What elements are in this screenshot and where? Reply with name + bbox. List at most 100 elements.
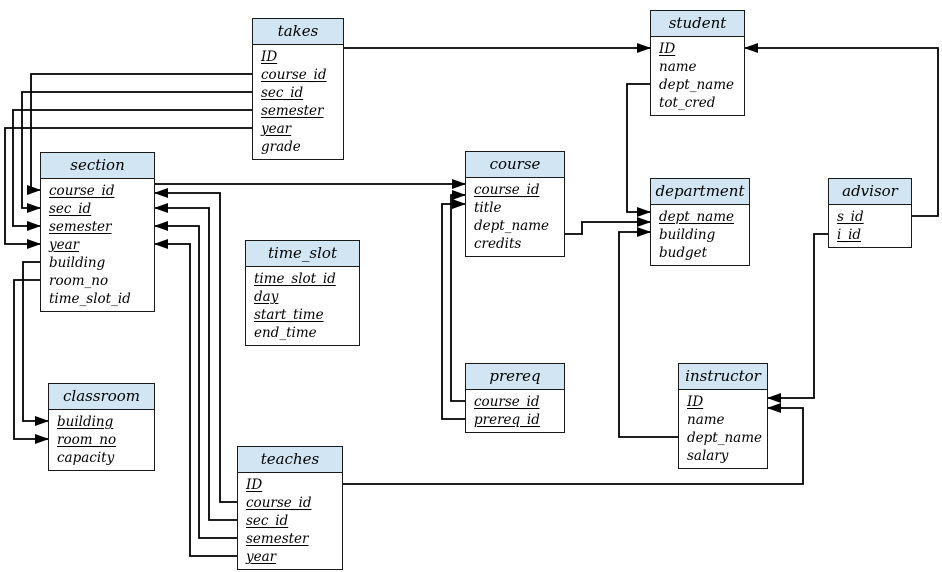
- attr-row-teaches-ID: ID: [246, 476, 342, 494]
- attribute-label: building: [659, 227, 716, 243]
- attr-row-student-name: name: [659, 58, 744, 76]
- attr-row-takes-sec_id: sec_id: [261, 84, 343, 102]
- attr-row-time_slot-start_time: start_time: [254, 306, 359, 324]
- attribute-label: title: [474, 200, 502, 216]
- key-attribute-label: day: [254, 289, 279, 305]
- attr-row-advisor-s_id: s_id: [837, 208, 911, 226]
- attr-row-time_slot-end_time: end_time: [254, 324, 359, 342]
- attr-row-takes-grade: grade: [261, 138, 343, 156]
- attribute-label: tot_cred: [659, 95, 716, 111]
- attr-row-instructor-ID: ID: [687, 393, 767, 411]
- connection-prereq-prereqid-to-course: [441, 199, 466, 420]
- table-title-takes: takes: [253, 19, 343, 45]
- attr-row-prereq-course_id: course_id: [474, 393, 564, 411]
- attribute-label: credits: [474, 236, 522, 252]
- table-title-section: section: [41, 153, 154, 179]
- attr-row-student-ID: ID: [659, 40, 744, 58]
- attr-row-takes-course_id: course_id: [261, 66, 343, 84]
- attr-row-prereq-prereq_id: prereq_id: [474, 411, 564, 429]
- connection-student-deptname-to-department: [626, 83, 651, 217]
- attr-row-advisor-i_id: i_id: [837, 226, 911, 244]
- key-attribute-label: sec_id: [49, 201, 92, 217]
- attr-row-classroom-room_no: room_no: [57, 431, 154, 449]
- attr-row-student-tot_cred: tot_cred: [659, 94, 744, 112]
- connection-takes-semester-to-section: [12, 109, 252, 231]
- table-title-advisor: advisor: [829, 179, 911, 205]
- connection-instructor-deptname-to-department: [618, 227, 678, 438]
- attr-row-course-course_id: course_id: [474, 181, 564, 199]
- attribute-label: name: [687, 412, 725, 428]
- key-attribute-label: course_id: [474, 394, 540, 410]
- attribute-label: end_time: [254, 325, 317, 341]
- connection-course-deptname-to-department: [565, 217, 651, 235]
- attribute-label: building: [49, 255, 106, 271]
- key-attribute-label: dept_name: [659, 209, 734, 225]
- key-attribute-label: sec_id: [261, 85, 304, 101]
- key-attribute-label: course_id: [474, 182, 540, 198]
- attribute-label: grade: [261, 139, 301, 155]
- attr-row-takes-semester: semester: [261, 102, 343, 120]
- key-attribute-label: course_id: [49, 183, 115, 199]
- attr-row-section-room_no: room_no: [49, 272, 154, 290]
- connection-teaches-year-to-section: [154, 239, 237, 557]
- attr-row-instructor-name: name: [687, 411, 767, 429]
- attribute-label: capacity: [57, 450, 115, 466]
- attr-row-takes-year: year: [261, 120, 343, 138]
- key-attribute-label: room_no: [57, 432, 117, 448]
- attribute-list: building room_no capacity: [49, 410, 154, 469]
- key-attribute-label: ID: [659, 41, 676, 57]
- attr-row-time_slot-time_slot_id: time_slot_id: [254, 270, 359, 288]
- table-title-prereq: prereq: [466, 364, 564, 390]
- attr-row-section-time_slot_id: time_slot_id: [49, 290, 154, 308]
- table-classroom: classroom building room_no capacity: [48, 383, 155, 471]
- key-attribute-label: course_id: [261, 67, 327, 83]
- attr-row-instructor-salary: salary: [687, 447, 767, 465]
- attribute-label: dept_name: [659, 77, 734, 93]
- key-attribute-label: i_id: [837, 227, 862, 243]
- table-title-department: department: [651, 179, 749, 205]
- key-attribute-label: building: [57, 414, 114, 430]
- attr-row-instructor-dept_name: dept_name: [687, 429, 767, 447]
- attr-row-time_slot-day: day: [254, 288, 359, 306]
- connection-takes-secid-to-section: [21, 91, 252, 213]
- attr-row-section-year: year: [49, 236, 154, 254]
- attribute-label: salary: [687, 448, 729, 464]
- attr-row-department-budget: budget: [659, 244, 749, 262]
- connection-section-roomno-to-classroom: [13, 279, 49, 444]
- connection-prereq-courseid-to-course: [450, 190, 466, 402]
- key-attribute-label: semester: [261, 103, 324, 119]
- attr-row-course-title: title: [474, 199, 564, 217]
- attr-row-course-credits: credits: [474, 235, 564, 253]
- key-attribute-label: semester: [49, 219, 112, 235]
- attr-row-course-dept_name: dept_name: [474, 217, 564, 235]
- attribute-label: dept_name: [687, 430, 762, 446]
- connection-section-building-to-classroom: [22, 261, 49, 426]
- table-title-teaches: teaches: [238, 447, 342, 473]
- table-title-classroom: classroom: [49, 384, 154, 410]
- attr-row-department-dept_name: dept_name: [659, 208, 749, 226]
- attr-row-teaches-course_id: course_id: [246, 494, 342, 512]
- key-attribute-label: year: [246, 549, 277, 565]
- connection-teaches-secid-to-section: [154, 203, 237, 521]
- key-attribute-label: ID: [246, 477, 263, 493]
- key-attribute-label: start_time: [254, 307, 324, 323]
- key-attribute-label: semester: [246, 531, 309, 547]
- connection-advisor-sid-to-student: [744, 43, 939, 217]
- attribute-label: dept_name: [474, 218, 549, 234]
- attr-row-teaches-semester: semester: [246, 530, 342, 548]
- attr-row-takes-ID: ID: [261, 48, 343, 66]
